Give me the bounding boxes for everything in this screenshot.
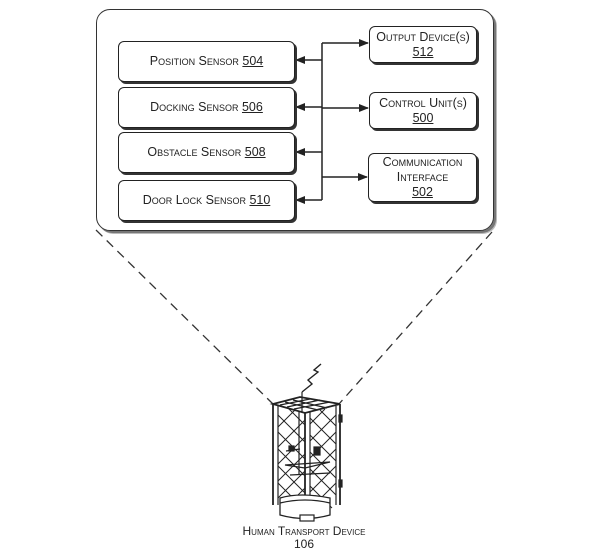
obstacle-sensor-label: Obstacle Sensor (147, 145, 242, 159)
output-device-label: Output Device(s) (376, 29, 470, 44)
output-device-ref: 512 (412, 44, 434, 59)
docking-sensor-label: Docking Sensor (150, 100, 239, 114)
zoom-dashed-line-right (338, 231, 493, 405)
control-unit-label: Control Unit(s) (379, 95, 467, 110)
human-transport-device-illustration (269, 363, 343, 522)
obstacle-sensor-box: Obstacle Sensor 508 (118, 132, 295, 173)
output-device-box: Output Device(s) 512 (369, 26, 477, 63)
lattice-right (309, 408, 337, 509)
zoomed-detail-frame (96, 9, 494, 231)
obstacle-sensor-ref: 508 (244, 145, 266, 159)
device-caption-label: Human Transport Device (242, 524, 366, 538)
door-lock-sensor-ref: 510 (249, 193, 271, 207)
position-sensor-ref: 504 (242, 54, 264, 68)
device-caption-ref: 106 (293, 537, 315, 551)
position-sensor-box: Position Sensor 504 (118, 41, 295, 82)
communication-interface-ref: 502 (412, 185, 433, 199)
door-lock-sensor-label: Door Lock Sensor (142, 193, 246, 207)
communication-interface-label-line1: Communication (382, 155, 463, 169)
communication-interface-label-line2: Interface (396, 170, 449, 184)
docking-sensor-box: Docking Sensor 506 (118, 87, 295, 128)
docking-sensor-ref: 506 (241, 100, 263, 114)
control-unit-ref: 500 (412, 110, 434, 125)
communication-interface-box: Communication Interface 502 (368, 153, 477, 202)
zoom-dashed-line-left (95, 229, 274, 405)
control-unit-box: Control Unit(s) 500 (369, 92, 477, 129)
door-lock-sensor-box: Door Lock Sensor 510 (118, 180, 295, 221)
position-sensor-label: Position Sensor (149, 54, 239, 68)
